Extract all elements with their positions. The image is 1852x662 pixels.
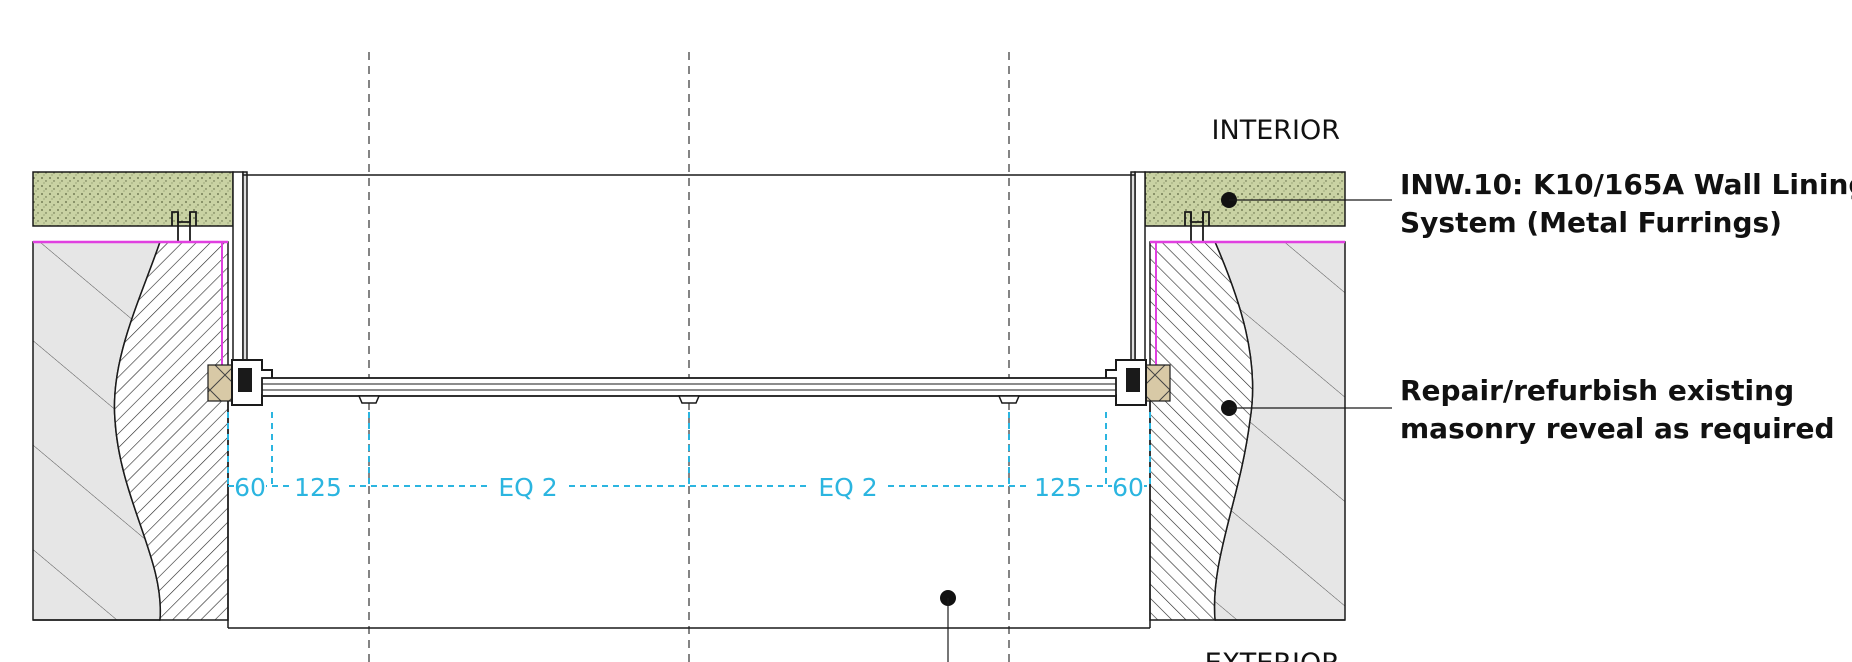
glazing-rail <box>261 377 1117 397</box>
dim-label-125-right: 125 <box>1034 473 1082 502</box>
masonry-right <box>1149 240 1346 621</box>
callout-masonry-line2: masonry reveal as required <box>1400 412 1835 445</box>
masonry-left <box>32 240 229 621</box>
dim-label-125-left: 125 <box>294 473 342 502</box>
callout-wall-lining-line2: System (Metal Furrings) <box>1400 206 1782 239</box>
callout-wall-lining: INW.10: K10/165A Wall Lining System (Met… <box>1221 168 1852 239</box>
zone-label-exterior: EXTERIOR <box>1205 648 1340 662</box>
mullion-clip-right <box>997 395 1021 404</box>
opening-outline <box>33 174 1345 629</box>
packer-left <box>207 364 233 402</box>
mullion-clip-center <box>677 395 701 404</box>
dim-label-60-right: 60 <box>1112 473 1144 502</box>
packer-right <box>1145 364 1171 402</box>
dim-label-60-left: 60 <box>234 473 266 502</box>
wall-lining-left <box>32 171 234 242</box>
callout-wall-lining-line1: INW.10: K10/165A Wall Lining <box>1400 168 1852 201</box>
callout-masonry-reveal: Repair/refurbish existing masonry reveal… <box>1221 374 1835 445</box>
dim-label-eq-left: EQ 2 <box>498 473 557 502</box>
wall-lining-right <box>1144 171 1346 242</box>
dim-label-eq-right: EQ 2 <box>818 473 877 502</box>
grid-lines <box>368 52 1010 662</box>
window-assembly <box>207 359 1171 406</box>
zone-label-interior: INTERIOR <box>1212 115 1340 146</box>
callout-exterior-leader <box>940 590 956 662</box>
dimension-string <box>227 412 1151 488</box>
callout-masonry-line1: Repair/refurbish existing <box>1400 374 1794 407</box>
reveal-linings <box>232 171 1146 373</box>
dimension-labels: 60 125 EQ 2 EQ 2 125 60 <box>234 472 1144 502</box>
mullion-clip-left <box>357 395 381 404</box>
